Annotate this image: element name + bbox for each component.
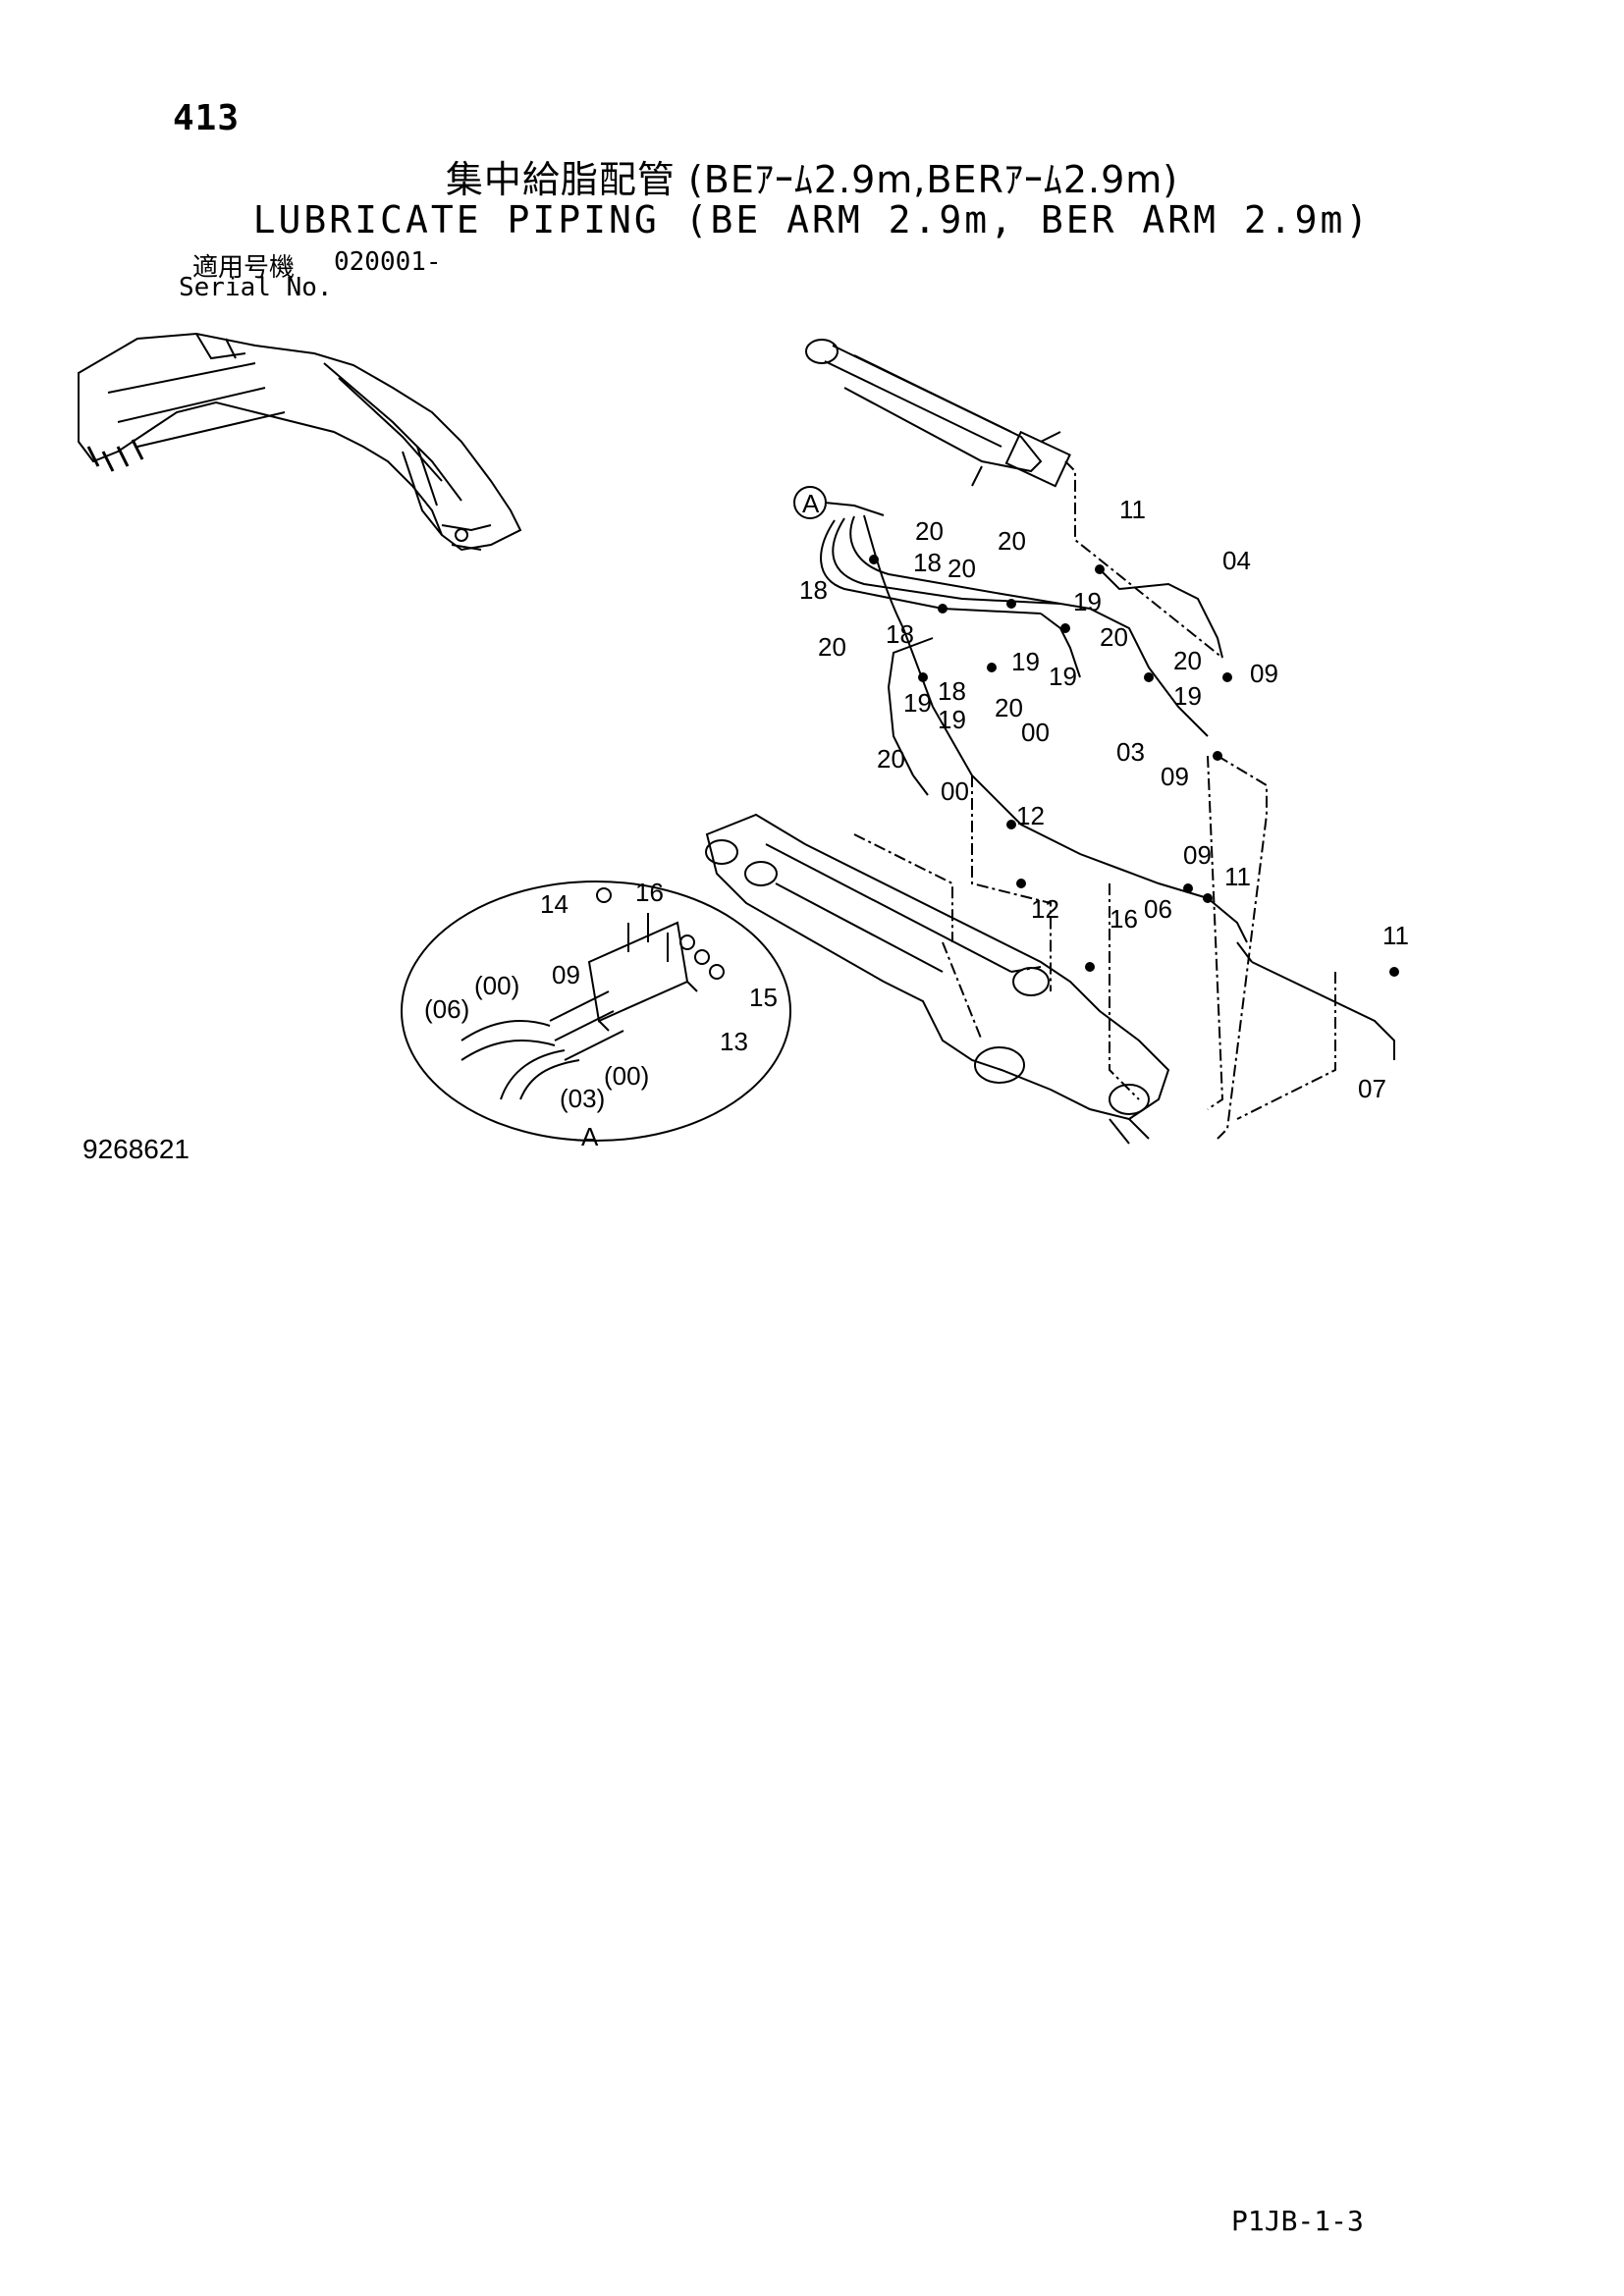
callout-20: 20: [1100, 622, 1128, 652]
callout-00: 00: [941, 776, 969, 806]
callout-11: 11: [1119, 495, 1146, 524]
page-number: 413: [173, 98, 241, 138]
callout-16: 16: [1110, 904, 1138, 934]
callout-18: 18: [938, 676, 966, 706]
fitting-markers: [869, 555, 1399, 977]
machine-overview-thumbnail: [78, 332, 522, 552]
callout-18: 18: [913, 548, 942, 577]
callout-13: 13: [720, 1027, 748, 1056]
callout-19: 19: [1011, 647, 1040, 676]
callout-20: 20: [947, 554, 976, 583]
callout-09: 09: [1183, 840, 1212, 870]
callout-07: 07: [1358, 1074, 1386, 1103]
callout-16: 16: [635, 878, 664, 907]
callout-20: 20: [818, 632, 846, 662]
title-japanese: 集中給脂配管 (BEｱｰﾑ2.9m,BERｱｰﾑ2.9m): [445, 158, 1179, 201]
callout-00-paren: (00): [604, 1061, 649, 1091]
callout-20: 20: [877, 744, 905, 774]
serial-label-japanese: 適用号機: [192, 253, 296, 283]
callout-06: 06: [1144, 894, 1172, 924]
leader-lines: [853, 460, 1336, 1140]
arm-structure: [705, 813, 1170, 1145]
callout-20: 20: [998, 526, 1026, 556]
callout-09: 09: [1250, 659, 1278, 688]
callout-11: 11: [1224, 862, 1251, 891]
callout-18: 18: [799, 575, 828, 605]
callout-19: 19: [1073, 587, 1102, 616]
callout-09: 09: [552, 960, 580, 989]
sheet-code: P1JB-1-3: [1231, 2205, 1364, 2237]
callout-14: 14: [540, 889, 568, 919]
callout-03-paren: (03): [560, 1084, 605, 1113]
callout-19: 19: [1173, 681, 1202, 711]
drawing-number: 9268621: [82, 1134, 190, 1164]
callout-09: 09: [1161, 762, 1189, 791]
serial-number-value: 020001-: [334, 247, 442, 277]
callout-12: 12: [1031, 894, 1059, 924]
callout-18: 18: [886, 619, 914, 649]
cylinder: [805, 339, 1071, 488]
callout-03: 03: [1116, 737, 1145, 767]
callout-00: 00: [1021, 718, 1050, 747]
callout-20: 20: [995, 693, 1023, 722]
callout-00-paren: (00): [474, 971, 519, 1000]
callout-19: 19: [903, 688, 932, 718]
callout-a-tag: A: [802, 489, 820, 518]
callout-12: 12: [1016, 801, 1045, 830]
callout-04: 04: [1222, 546, 1251, 575]
detail-a-callout: [401, 881, 791, 1142]
callout-a-detail: A: [581, 1122, 599, 1151]
callout-20: 20: [1173, 646, 1202, 675]
callout-06-paren: (06): [424, 994, 469, 1024]
callout-19: 19: [938, 705, 966, 734]
callout-11: 11: [1382, 921, 1409, 950]
callout-20: 20: [915, 516, 944, 546]
callout-19: 19: [1049, 662, 1077, 691]
serial-label-english: Serial No.: [179, 273, 333, 302]
callout-labels: A 04 11 11 11 09 09 09 09 03 06 07 12 12…: [424, 489, 1409, 1151]
callout-15: 15: [749, 983, 778, 1012]
lubrication-hoses: [820, 514, 1395, 1060]
title-english: LUBRICATE PIPING (BE ARM 2.9m, BER ARM 2…: [252, 198, 1372, 241]
